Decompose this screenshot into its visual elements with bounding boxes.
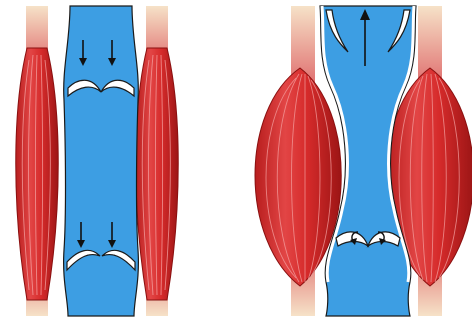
- muscle-left-relaxed: [16, 6, 59, 316]
- vein-relaxed: [64, 6, 139, 316]
- panel-contracted: [255, 6, 472, 316]
- panel-relaxed: [16, 6, 179, 316]
- muscle-right-relaxed: [136, 6, 179, 316]
